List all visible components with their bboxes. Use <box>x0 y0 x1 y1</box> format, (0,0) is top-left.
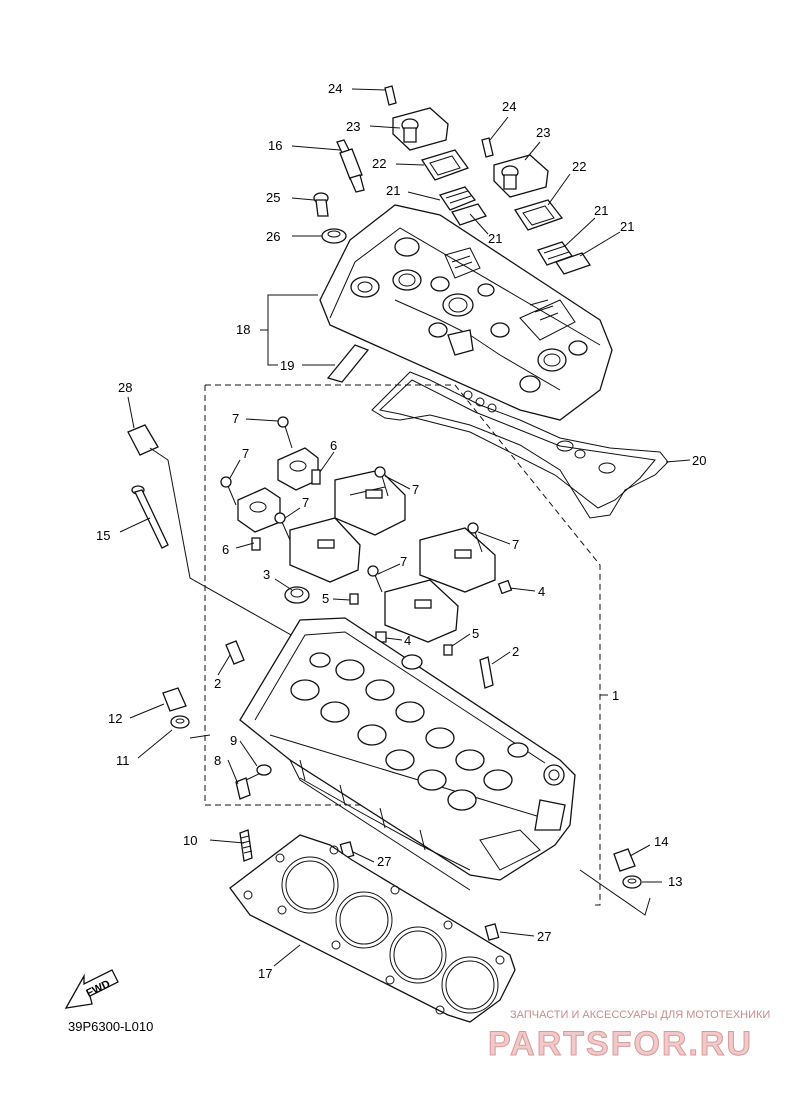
fwd-arrow-icon: FWD <box>64 969 119 1009</box>
coil-connector-b <box>451 203 488 226</box>
callout-4a: 4 <box>538 584 545 599</box>
coil-connector-a <box>438 186 477 211</box>
head-cap-nut <box>613 848 636 872</box>
cover-bracket <box>326 344 370 383</box>
camshaft-cap-5 <box>419 527 496 593</box>
diagram-code: 39P6300-L010 <box>68 1019 153 1034</box>
callout-17: 17 <box>258 966 272 981</box>
callout-26: 26 <box>266 229 280 244</box>
cylinder-head-cover <box>319 204 613 421</box>
callout-27b: 27 <box>537 929 551 944</box>
oil-gallery-bolt <box>127 424 169 461</box>
head-plug <box>284 586 310 604</box>
leader-lines <box>119 88 691 967</box>
callout-21b: 21 <box>488 231 502 246</box>
cap-nut-washer <box>622 875 642 889</box>
ignition-coil-left <box>384 85 449 151</box>
dowel-pin-5b <box>443 644 453 656</box>
callout-28: 28 <box>118 380 132 395</box>
coil-connector-d <box>554 252 592 275</box>
cylinder-head <box>239 617 576 891</box>
cover-bolt <box>313 192 329 217</box>
callout-19: 19 <box>280 358 294 373</box>
callout-15: 15 <box>96 528 110 543</box>
watermark-tagline: ЗАПЧАСТИ И АКСЕССУАРЫ ДЛЯ МОТОТЕХНИКИ <box>510 1009 770 1021</box>
dowel-pin-5a <box>349 593 359 605</box>
callout-7a: 7 <box>232 411 239 426</box>
callout-3: 3 <box>263 567 270 582</box>
ignition-coil-right <box>481 137 549 198</box>
callout-13: 13 <box>668 874 682 889</box>
coil-gasket-left <box>420 149 470 181</box>
callout-7d: 7 <box>302 495 309 510</box>
callout-7e: 7 <box>512 537 519 552</box>
callout-9: 9 <box>230 733 237 748</box>
callout-22a: 22 <box>372 156 386 171</box>
callout-2a: 2 <box>512 644 519 659</box>
callout-22b: 22 <box>572 159 586 174</box>
callout-21c: 21 <box>594 203 608 218</box>
camshaft-cap-6 <box>384 579 459 643</box>
callout-6a: 6 <box>330 438 337 453</box>
callout-20: 20 <box>692 453 706 468</box>
callout-14: 14 <box>654 834 668 849</box>
callout-4b: 4 <box>404 633 411 648</box>
camshaft-cap-4 <box>289 517 361 583</box>
callout-23a: 23 <box>346 119 360 134</box>
coil-gasket-right <box>513 199 564 231</box>
callout-5b: 5 <box>472 626 479 641</box>
callout-numbers: 24 23 22 16 25 26 21 21 24 23 22 21 21 1… <box>96 81 706 981</box>
callout-6b: 6 <box>222 542 229 557</box>
callout-16: 16 <box>268 138 282 153</box>
watermark-brand: PARTSFOR.RU <box>488 1025 753 1063</box>
exhaust-stud <box>239 829 253 862</box>
callout-24a: 24 <box>328 81 342 96</box>
cap-bolt-b <box>220 476 237 506</box>
callout-25: 25 <box>266 190 280 205</box>
head-dowel-lower <box>484 923 500 941</box>
callout-18: 18 <box>236 322 250 337</box>
callout-5a: 5 <box>322 591 329 606</box>
cover-washer <box>321 228 347 244</box>
callout-24b: 24 <box>502 99 516 114</box>
union-washer <box>170 715 190 729</box>
callout-12: 12 <box>108 711 122 726</box>
spark-plug <box>336 139 365 193</box>
head-bolt-small <box>235 771 264 800</box>
cap-bolt-c <box>374 466 389 497</box>
callout-1: 1 <box>612 688 619 703</box>
cap-bolt-d <box>274 512 291 541</box>
long-head-bolt <box>131 485 169 549</box>
coil-connector-c <box>537 241 574 266</box>
callout-11: 11 <box>116 753 130 768</box>
callout-8: 8 <box>214 753 221 768</box>
small-washer <box>256 764 272 776</box>
head-stud-right <box>479 656 494 689</box>
cap-bolt-f <box>367 565 383 593</box>
camshaft-cap-3 <box>334 469 406 536</box>
cap-bolt-e <box>467 522 483 553</box>
dowel-pin-6b <box>251 537 261 551</box>
assembly-boundary <box>204 384 601 906</box>
callout-7c: 7 <box>412 482 419 497</box>
cover-gasket <box>371 371 669 519</box>
callout-7b: 7 <box>242 446 249 461</box>
callout-2b: 2 <box>214 676 221 691</box>
camshaft-cap-2 <box>237 487 281 533</box>
dowel-pin-4a <box>497 579 513 595</box>
callout-7f: 7 <box>400 554 407 569</box>
cylinder-head-gasket <box>229 834 516 1023</box>
cap-bolt-a <box>277 416 293 449</box>
oil-pipe-union <box>162 687 187 712</box>
callout-21d: 21 <box>620 219 634 234</box>
callout-23b: 23 <box>536 125 550 140</box>
callout-10: 10 <box>183 833 197 848</box>
dowel-pin-6a <box>311 469 321 485</box>
head-stud-left <box>225 640 245 665</box>
callout-27a: 27 <box>377 854 391 869</box>
watermark: ЗАПЧАСТИ И АКСЕССУАРЫ ДЛЯ МОТОТЕХНИКИ PA… <box>488 1009 771 1064</box>
callout-21a: 21 <box>386 183 400 198</box>
